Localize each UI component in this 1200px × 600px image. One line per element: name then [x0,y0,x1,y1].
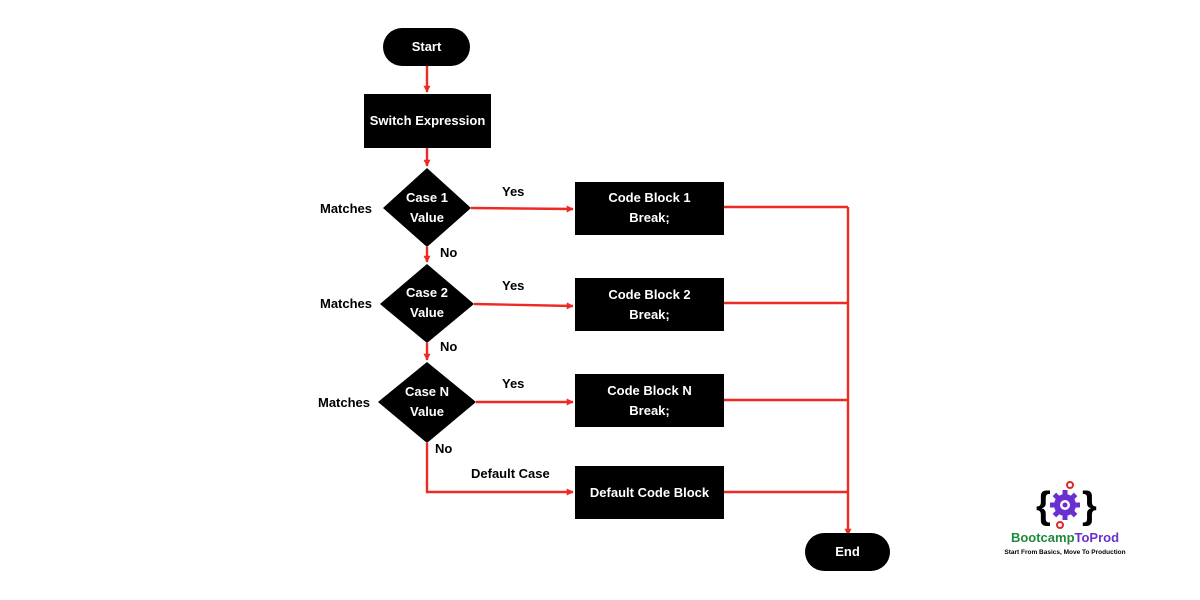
yes-label-n: Yes [502,376,524,391]
caseN-line1: Case N [405,384,449,399]
code-block-2-line1: Code Block 2 [608,287,690,302]
default-code-block-label: Default Code Block [590,485,710,500]
code-block-1-line2: Break; [629,210,669,225]
svg-text:}: } [1082,485,1097,527]
case1-decision: Case 1 Value [383,168,471,247]
code-gear-icon: { } [1036,481,1097,529]
switch-label: Switch Expression [370,113,486,128]
end-label: End [835,544,860,559]
brand-name-part1: Bootcamp [1010,530,1075,545]
code-block-1: Code Block 1 Break; [575,182,724,235]
code-block-2: Code Block 2 Break; [575,278,724,331]
end-node: End [805,533,890,571]
case2-line2: Value [410,305,444,320]
arrow-case1-yes [470,205,574,213]
code-block-n-line2: Break; [629,403,669,418]
arrow-case2-yes [473,302,574,310]
start-label: Start [412,39,442,54]
yes-label-1: Yes [502,184,524,199]
switch-node: Switch Expression [364,94,491,148]
case2-line1: Case 2 [406,285,448,300]
no-label-n: No [435,441,452,456]
case1-line2: Value [410,210,444,225]
code-block-n: Code Block N Break; [575,374,724,427]
arrow-caseN-no-default [425,443,574,496]
matches-label-2: Matches [320,296,372,311]
code-block-2-line2: Break; [629,307,669,322]
brand-name-part2: ToProd [1074,530,1120,545]
start-node: Start [383,28,470,66]
svg-text:{: { [1036,485,1051,527]
default-case-label: Default Case [471,466,550,481]
brand-name: BootcampToProd [990,530,1140,545]
brand-logo: { } BootcampToProd Start From Basics, Mo… [990,480,1140,570]
case2-decision: Case 2 Value [380,264,474,343]
matches-label-1: Matches [320,201,372,216]
no-label-1: No [440,245,457,260]
no-label-2: No [440,339,457,354]
matches-label-n: Matches [318,395,370,410]
caseN-line2: Value [410,404,444,419]
case1-line1: Case 1 [406,190,448,205]
code-block-1-line1: Code Block 1 [608,190,690,205]
caseN-decision: Case N Value [378,362,476,443]
connectors [423,66,852,536]
brand-tagline: Start From Basics, Move To Production [1004,549,1126,556]
yes-label-2: Yes [502,278,524,293]
code-block-n-line1: Code Block N [607,383,692,398]
default-code-block: Default Code Block [575,466,724,519]
